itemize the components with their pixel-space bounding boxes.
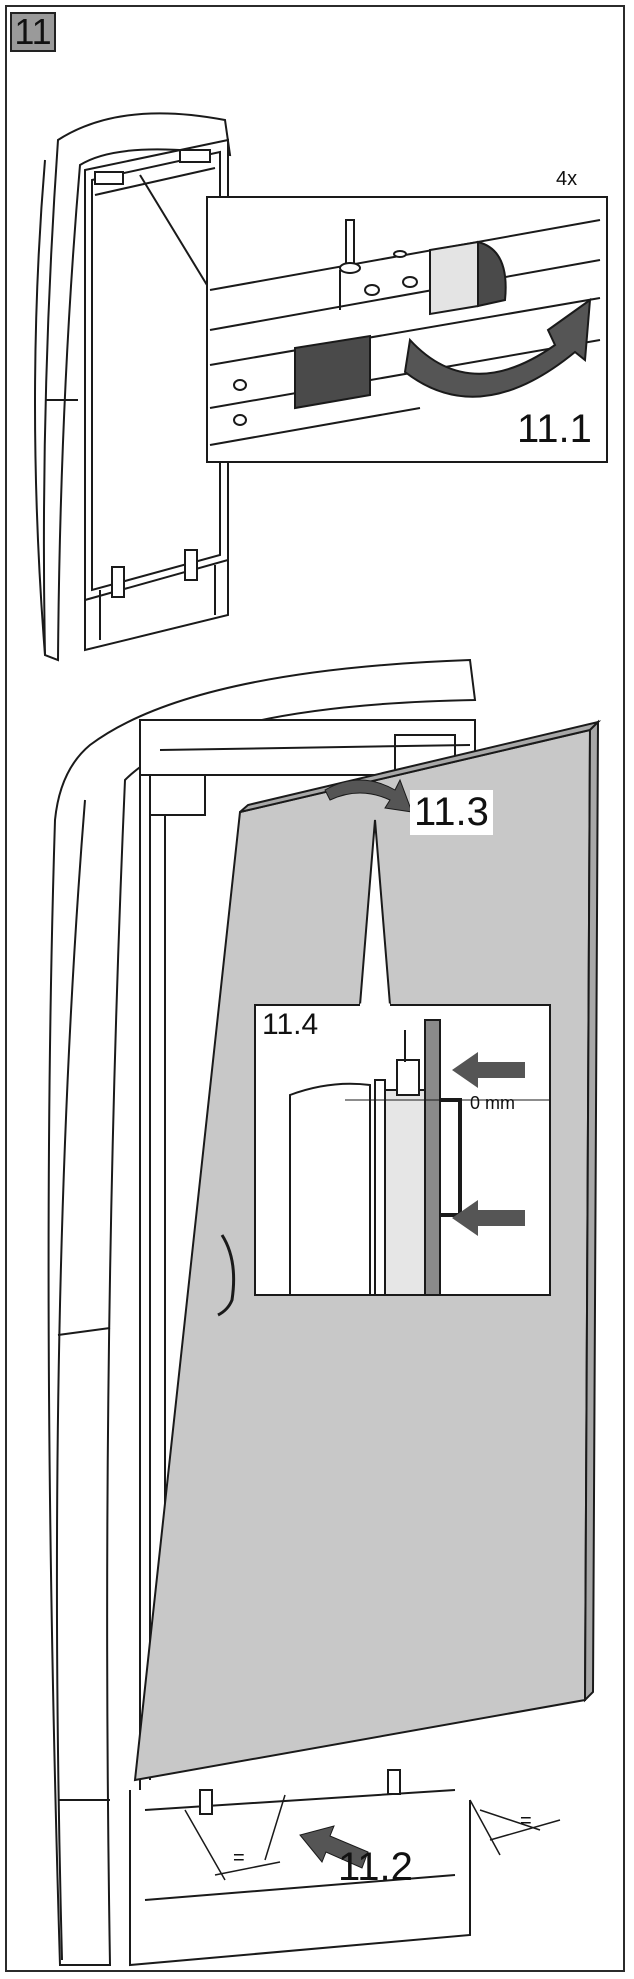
door-handle: [217, 1234, 236, 1317]
peel-arrow: [403, 297, 592, 398]
push-arrow-bottom: [452, 1200, 525, 1236]
step-label-11-4: 11.4: [262, 1008, 319, 1041]
cabinet-bottom: [47, 658, 477, 1967]
step-label-11-2: 11.2: [338, 1845, 413, 1889]
quantity-label: 4x: [556, 168, 578, 190]
step-number-badge: 11: [10, 12, 56, 52]
equal-mark-left: =: [233, 1847, 245, 1869]
push-arrow-11-2: [299, 1825, 369, 1869]
page-frame: [5, 5, 625, 1972]
gap-dimension-label: 0 mm: [470, 1093, 515, 1113]
push-arrow-top: [452, 1052, 525, 1088]
step-label-11-1: 11.1: [517, 407, 592, 451]
adhesive-tab-dark: [294, 334, 371, 410]
step-label-11-3: 11.3: [410, 790, 493, 835]
tilt-arrow-11-3: [324, 778, 413, 813]
equal-spacing-marks: [184, 1794, 561, 1881]
cabinet-top: [34, 112, 232, 662]
adhesive-tab-light: [429, 240, 479, 316]
equal-mark-right: =: [520, 1810, 532, 1832]
detail-callout-11-1: [206, 196, 608, 463]
detail-callout-11-4: [254, 819, 551, 1296]
